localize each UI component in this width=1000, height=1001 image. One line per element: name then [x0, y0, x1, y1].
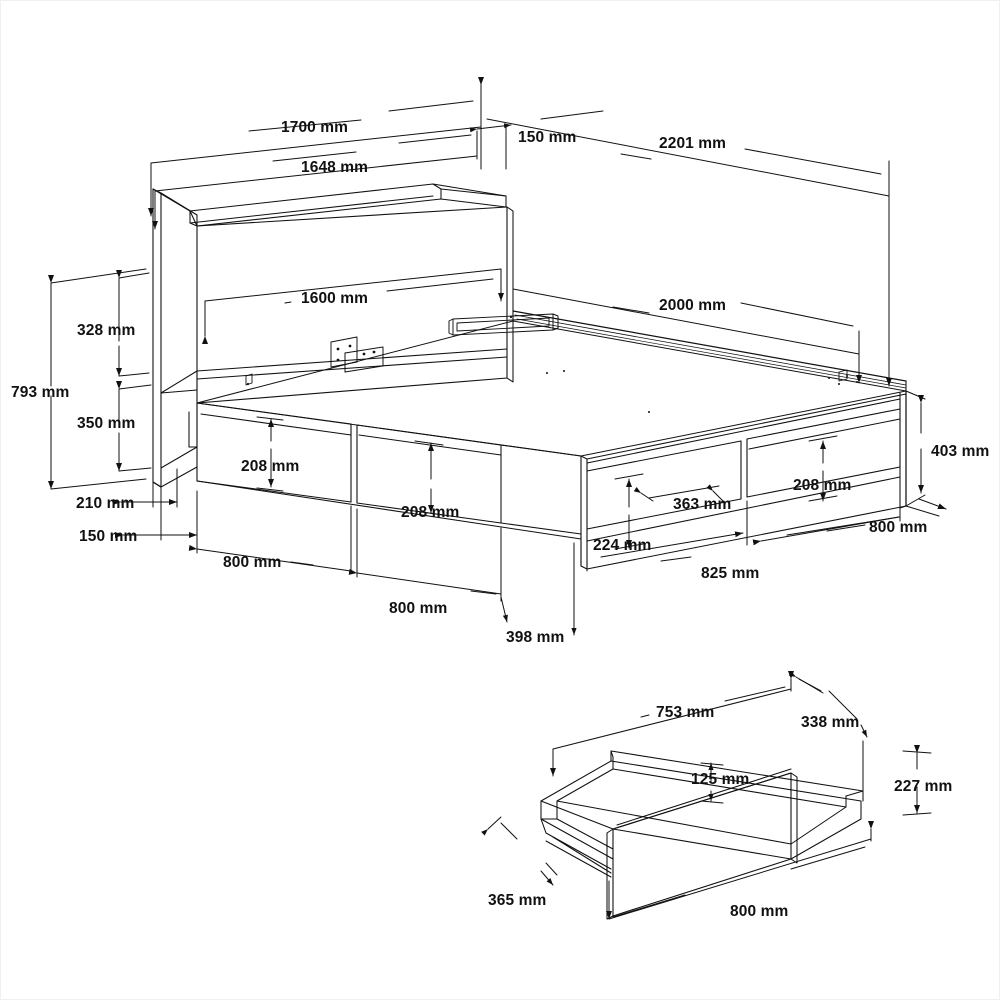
- dim-label-800-b: 800 mm: [389, 600, 447, 617]
- dim-label-150-left: 150 mm: [79, 528, 137, 545]
- headboard-mid-shelf: [160, 348, 508, 394]
- dim-label-365: 365 mm: [488, 892, 546, 909]
- dim-label-800: 800 mm: [730, 903, 788, 920]
- bed-dimension-labels: 1700 mm 1648 mm 150 mm 2201 mm 1600 mm 2…: [11, 119, 989, 646]
- dim-label-2000: 2000 mm: [659, 297, 726, 314]
- dim-label-1648: 1648 mm: [301, 159, 368, 176]
- dim-label-150-top: 150 mm: [518, 129, 576, 146]
- dim-label-328: 328 mm: [77, 322, 135, 339]
- dim-label-125: 125 mm: [691, 771, 749, 788]
- headboard-top-shelf: [189, 183, 507, 227]
- dim-label-208-a: 208 mm: [241, 458, 299, 475]
- dim-label-825: 825 mm: [701, 565, 759, 582]
- side-divider: [740, 438, 748, 500]
- hardware-corner-bracket: [330, 336, 384, 373]
- dim-label-403: 403 mm: [931, 443, 989, 460]
- dim-label-1700: 1700 mm: [281, 119, 348, 136]
- dim-label-793: 793 mm: [11, 384, 69, 401]
- drawer-front-left: [196, 402, 352, 503]
- dim-label-338: 338 mm: [801, 714, 859, 731]
- dim-label-350: 350 mm: [77, 415, 135, 432]
- headboard-main-panel: [196, 206, 514, 404]
- bed-plinth-front: [196, 402, 582, 567]
- dim-label-208-b: 208 mm: [401, 504, 459, 521]
- drawer-divider-left: [350, 423, 358, 504]
- dim-label-224: 224 mm: [593, 537, 651, 554]
- drawer-dimension-labels: 753 mm 338 mm 125 mm 227 mm 365 mm 800 m…: [488, 704, 952, 920]
- dim-label-210: 210 mm: [76, 495, 134, 512]
- dim-label-363: 363 mm: [673, 496, 731, 513]
- bed-dimension-lines: [48, 77, 947, 636]
- dim-label-800-c: 800 mm: [869, 519, 927, 536]
- dim-label-1600: 1600 mm: [301, 290, 368, 307]
- headboard-lower-rail: [160, 402, 198, 469]
- dim-label-2201: 2201 mm: [659, 135, 726, 152]
- bed-back-side-rail: [512, 310, 907, 389]
- headboard-back-panel: [152, 188, 198, 488]
- drawer-detail-geometry: [540, 750, 864, 920]
- dim-label-800-a: 800 mm: [223, 554, 281, 571]
- side-rail-under: [586, 398, 901, 542]
- dim-label-398: 398 mm: [506, 629, 564, 646]
- headboard-clip-fittings: [245, 369, 848, 386]
- drawer-dimension-lines: [481, 671, 932, 920]
- bed-assembly-geometry: [152, 183, 907, 570]
- hardware-cross-bar-connector: [448, 313, 559, 336]
- dim-label-208-c: 208 mm: [793, 477, 851, 494]
- mattress-platform: [196, 310, 907, 457]
- dim-label-753: 753 mm: [656, 704, 714, 721]
- dim-label-227: 227 mm: [894, 778, 952, 795]
